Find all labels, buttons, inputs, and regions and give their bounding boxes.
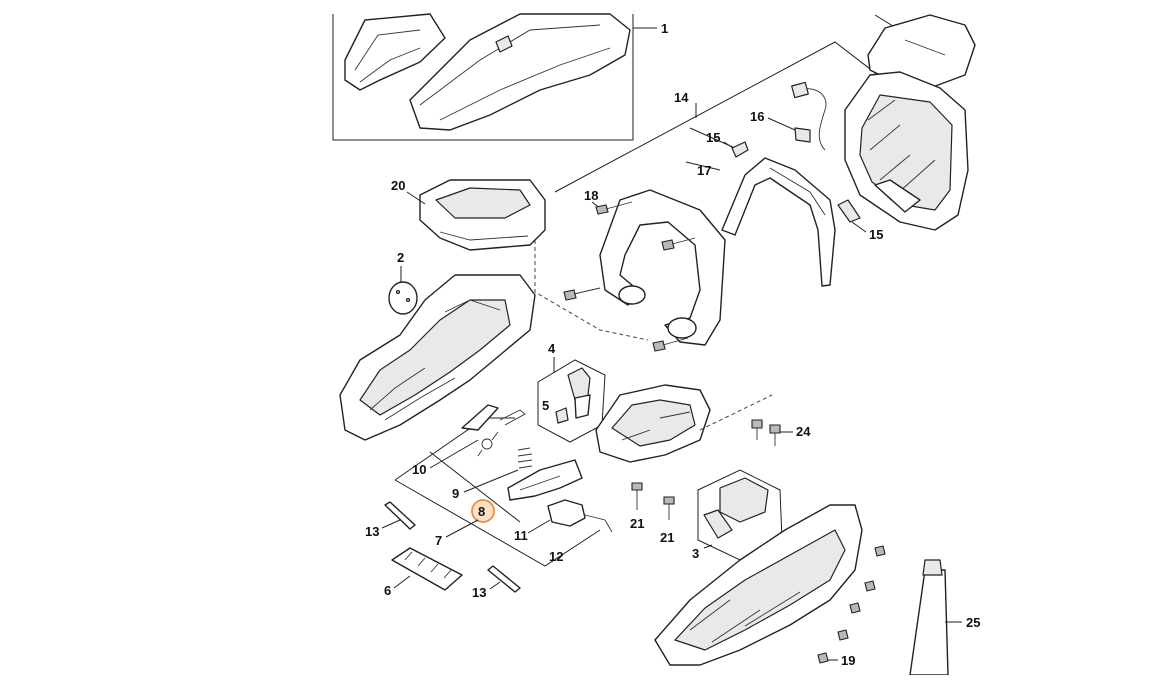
- inset-box-part-1: 1: [332, 13, 668, 141]
- callout-16[interactable]: 16: [750, 109, 764, 124]
- callout-5[interactable]: 5: [542, 398, 549, 413]
- callout-9[interactable]: 9: [452, 486, 459, 501]
- callout-18[interactable]: 18: [584, 188, 598, 203]
- middle-chassis: [595, 384, 773, 463]
- callout-6[interactable]: 6: [384, 583, 391, 598]
- assembly-handle-group: 16 15 14 17 15: [554, 14, 976, 287]
- callout-11[interactable]: 11: [514, 528, 528, 543]
- callout-17[interactable]: 17: [697, 163, 711, 178]
- callout-20[interactable]: 20: [391, 178, 405, 193]
- callout-8[interactable]: 8: [478, 504, 485, 519]
- callout-15-right[interactable]: 15: [869, 227, 883, 242]
- callout-1[interactable]: 1: [661, 21, 668, 36]
- callout-3[interactable]: 3: [692, 546, 699, 561]
- front-loop-handle: 18: [534, 188, 726, 352]
- part-2-disc: 2: [388, 250, 418, 315]
- callout-7[interactable]: 7: [435, 533, 442, 548]
- callout-12[interactable]: 12: [549, 549, 563, 564]
- callout-13-left[interactable]: 13: [365, 524, 379, 539]
- callout-21-right[interactable]: 21: [660, 530, 674, 545]
- housing-half-right: [409, 13, 631, 131]
- bow-handle: [721, 157, 836, 287]
- callout-24[interactable]: 24: [796, 424, 811, 439]
- part-25-tube: 25: [909, 559, 980, 676]
- callout-19[interactable]: 19: [841, 653, 855, 668]
- callout-13-bottom[interactable]: 13: [472, 585, 486, 600]
- screws-21: 21 21: [630, 482, 675, 545]
- housing-half-left: [344, 13, 446, 91]
- callout-25[interactable]: 25: [966, 615, 980, 630]
- callout-4[interactable]: 4: [548, 341, 556, 356]
- part-20-cover: 20: [391, 178, 546, 251]
- screws-24: 24: [751, 419, 811, 446]
- callout-14[interactable]: 14: [674, 90, 689, 105]
- callout-21-left[interactable]: 21: [630, 516, 644, 531]
- trigger-assembly: 10 9 11 12 8 7 13 13 6: [365, 404, 613, 600]
- part-4-5-box: 4 5: [537, 341, 606, 443]
- callout-15-top[interactable]: 15: [706, 130, 720, 145]
- callout-10[interactable]: 10: [412, 462, 426, 477]
- front-handle-body: [599, 189, 726, 346]
- main-housing-left: [339, 274, 536, 441]
- callout-2[interactable]: 2: [397, 250, 404, 265]
- highlight-ring: [471, 499, 495, 523]
- lower-housing: 19: [654, 504, 886, 668]
